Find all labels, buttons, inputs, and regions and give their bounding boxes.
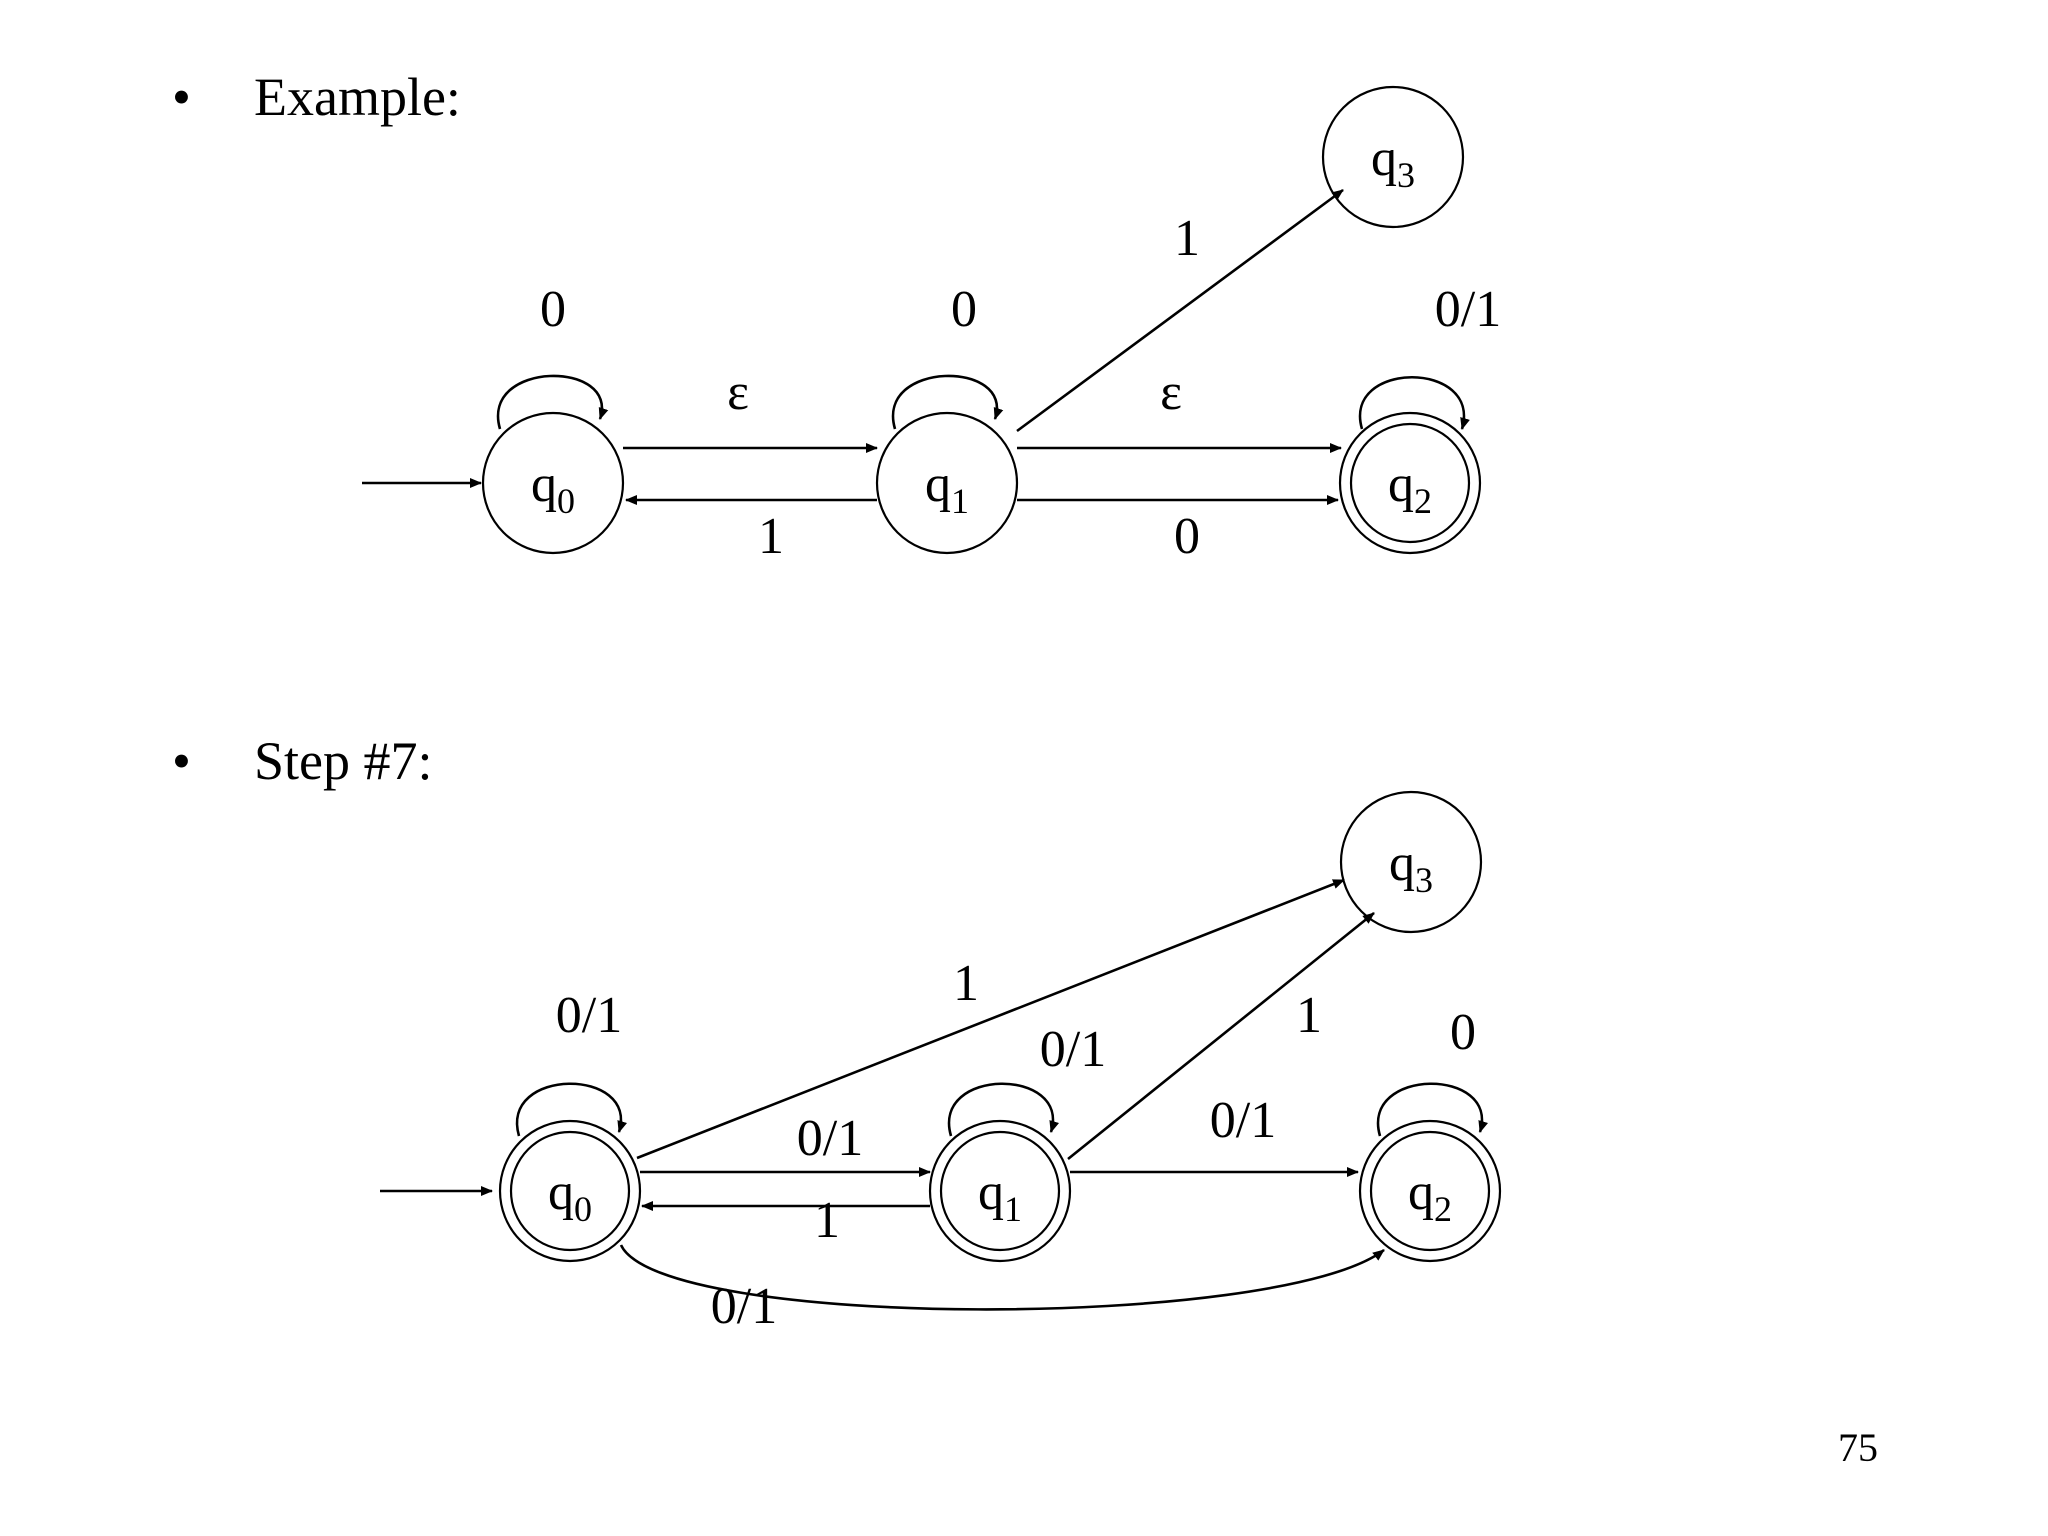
state-label: q2	[1408, 1164, 1452, 1229]
state-label: q3	[1389, 835, 1433, 900]
self-loop-q2-q2: 0/1	[1358, 281, 1501, 430]
self-loop-q1-q1: 0	[891, 281, 1004, 430]
self-loop-q0-q0: 0/1	[515, 987, 627, 1137]
transition-q1-q0: 1	[641, 1192, 930, 1249]
transition-label: 0/1	[556, 987, 622, 1044]
transition-q1-q2: 0/1	[1070, 1092, 1359, 1177]
bullet-marker: •	[172, 67, 191, 127]
transition-q0-q1: ε	[623, 364, 878, 453]
state-label: q0	[531, 456, 575, 521]
transition-label: 0/1	[1210, 1092, 1276, 1149]
state-q3: q3	[1321, 85, 1465, 229]
transition-q1-q3: 1	[1016, 188, 1344, 433]
transition-q1-q0: 1	[625, 495, 877, 565]
transition-label: 1	[1174, 210, 1200, 267]
transition-q1-q2: ε	[1017, 364, 1342, 453]
bullet-example-text: Example:	[254, 67, 461, 127]
transition-label: ε	[727, 364, 749, 421]
transition-label: 0	[540, 281, 566, 338]
automaton-1: 0 ε 1 0 ε 0 1 0/1 q0 q1 q2 q3	[362, 85, 1501, 565]
transition-label: 1	[758, 508, 784, 565]
state-label: q0	[548, 1164, 592, 1229]
bullet-step-7-text: Step #7:	[254, 731, 433, 791]
transition-q1-q2: 0	[1017, 495, 1339, 565]
bullet-marker: •	[172, 731, 191, 791]
state-q0: q0	[498, 1119, 642, 1263]
state-q3: q3	[1339, 790, 1483, 934]
state-label: q1	[925, 456, 969, 521]
transition-q0-q3: 1	[636, 878, 1345, 1160]
transition-q0-q2: 0/1	[619, 1244, 1385, 1335]
state-label: q3	[1371, 130, 1415, 195]
transition-label: 0	[1174, 508, 1200, 565]
state-label: q2	[1388, 456, 1432, 521]
state-q2: q2	[1358, 1119, 1502, 1263]
state-q1: q1	[928, 1119, 1072, 1263]
automaton-2: 0/1 0/1 1 1 0/1 0/1 1 0/1 0 q0 q1 q2 q3	[380, 790, 1502, 1335]
transition-label: 1	[814, 1192, 840, 1249]
transition-label: 0/1	[1435, 281, 1501, 338]
self-loop-q0-q0: 0	[496, 281, 609, 430]
slide-number: 75	[1838, 1425, 1878, 1470]
self-loop-q1-q1: 0/1	[947, 1021, 1106, 1137]
transition-label: 1	[953, 955, 979, 1012]
transition-q0-q1: 0/1	[640, 1110, 931, 1177]
self-loop-q2-q2: 0	[1376, 1004, 1488, 1137]
state-q1: q1	[875, 411, 1019, 555]
transition-q1-q3: 1	[1067, 911, 1375, 1161]
state-label: q1	[978, 1164, 1022, 1229]
state-q0: q0	[481, 411, 625, 555]
transition-label: 0/1	[711, 1278, 777, 1335]
transition-label: 1	[1296, 987, 1322, 1044]
transition-label: 0/1	[1040, 1021, 1106, 1078]
transition-label: 0/1	[797, 1110, 863, 1167]
transition-label: ε	[1160, 364, 1182, 421]
transition-label: 0	[1450, 1004, 1476, 1061]
state-q2: q2	[1338, 411, 1482, 555]
transition-label: 0	[951, 281, 977, 338]
